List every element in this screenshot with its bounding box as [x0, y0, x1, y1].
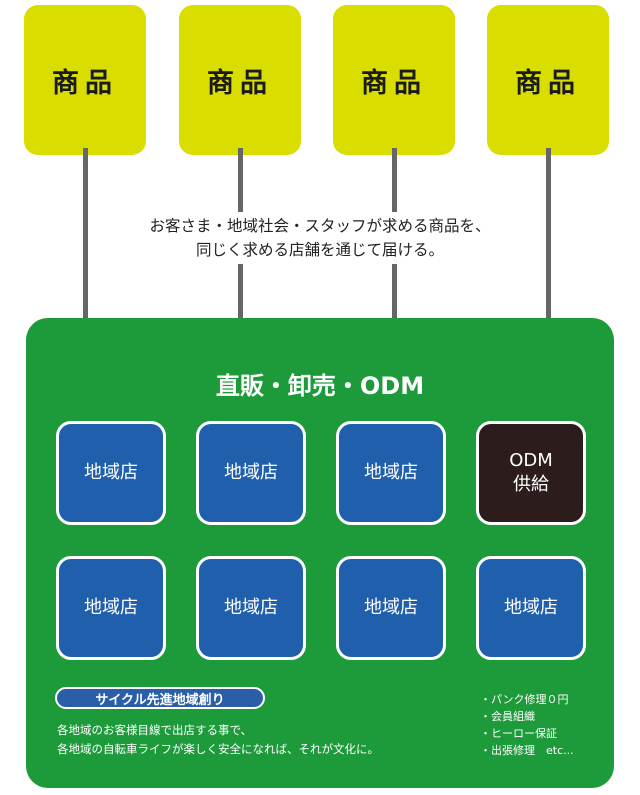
regional-store-box: 地域店	[56, 421, 166, 525]
mission-message: お客さま・地域社会・スタッフが求める商品を、 同じく求める店舗を通じて届ける。	[95, 212, 545, 264]
mission-message-line-2: 同じく求める店舗を通じて届ける。	[195, 241, 444, 259]
regional-store-box: 地域店	[336, 556, 446, 660]
service-item: 出張修理 etc...	[480, 742, 610, 759]
product-box-2: 商品	[179, 5, 301, 155]
mission-message-line-1: お客さま・地域社会・スタッフが求める商品を、	[149, 217, 491, 235]
region-description-line-2: 各地域の自転車ライフが楽しく安全になれば、それが文化に。	[57, 742, 379, 756]
service-item: パンク修理０円	[480, 691, 610, 708]
regional-store-box: 地域店	[196, 421, 306, 525]
supply-label: 供給	[513, 474, 549, 495]
arrow-line-1	[83, 148, 88, 322]
service-item: ヒーロー保証	[480, 725, 610, 742]
region-description: 各地域のお客様目線で出店する事で、 各地域の自転車ライフが楽しく安全になれば、そ…	[57, 721, 477, 759]
product-box-4: 商品	[487, 5, 609, 155]
panel-title: 直販・卸売・ODM	[215, 372, 425, 400]
services-list: パンク修理０円 会員組織 ヒーロー保証 出張修理 etc...	[480, 691, 610, 759]
service-item: 会員組織	[480, 708, 610, 725]
region-development-badge: サイクル先進地域創り	[55, 687, 265, 709]
product-box-3: 商品	[333, 5, 455, 155]
regional-store-box: 地域店	[56, 556, 166, 660]
regional-store-box: 地域店	[476, 556, 586, 660]
product-box-1: 商品	[24, 5, 146, 155]
odm-supply-box: ODM 供給	[476, 421, 586, 525]
regional-store-box: 地域店	[196, 556, 306, 660]
odm-label: ODM	[509, 450, 553, 471]
region-description-line-1: 各地域のお客様目線で出店する事で、	[57, 723, 253, 737]
regional-store-box: 地域店	[336, 421, 446, 525]
arrow-line-4	[546, 148, 551, 322]
